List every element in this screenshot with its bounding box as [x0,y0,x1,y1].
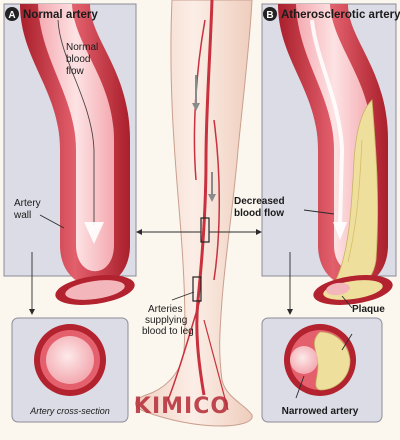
decreased-flow-label-line1: Decreased [234,196,285,207]
decreased-flow-pointer [303,209,335,215]
leg-flow-arrowhead-2 [208,194,216,202]
leg-label-line3: blood to leg [142,326,194,337]
connector-to-panel-a-head [136,229,142,235]
normal-flow-label-line3: flow [66,66,85,77]
leg-silhouette [135,0,253,427]
artery-wall-label-line1: Artery [14,198,41,209]
artery-wall-pointer [39,214,65,229]
badge-a-letter: A [8,10,15,21]
cross-section-a-pointer-head [29,309,35,315]
badge-b-letter: B [266,10,273,21]
normal-flow-label-line1: Normal [66,42,98,53]
leg-branch-artery-3 [167,299,201,401]
panel-b: B Atherosclerotic artery Decreased blood… [234,3,400,315]
cross-section-b-plaque-pointer [341,333,353,351]
leg-branch-artery-2 [213,119,221,281]
leg-illustration: Arteries supplying blood to leg [135,0,262,427]
panel-a-title: Normal artery [23,9,98,21]
panel-a: A Normal artery Normal blood flow Artery… [3,3,137,305]
leg-branch-artery-4 [203,319,229,411]
cross-section-b-narrowed-lumen [290,346,318,374]
leg-label-line2: supplying [145,315,187,326]
leg-label-line1: Arteries [148,304,182,315]
leg-flow-arrowhead-1 [192,103,200,111]
panel-a-artery-opening-lumen [65,280,125,300]
leg-main-artery [195,0,214,396]
panel-b-plaque-texture [347,139,363,263]
watermark: KIMICO [134,394,230,419]
panel-a-flow-arrowhead [84,222,104,244]
cross-section-a-label: Artery cross-section [29,406,110,416]
plaque-pointer [341,295,353,309]
cross-section-b-label: Narrowed artery [282,406,359,417]
panel-b-artery-opening-lumen [326,282,350,296]
badge-a [5,7,19,21]
plaque-label: Plaque [352,304,385,315]
cross-section-b: Narrowed artery [261,252,383,423]
panel-a-lumen [38,4,114,272]
decreased-flow-label-line2: blood flow [234,208,284,219]
leg-highlight-box-lower [192,276,202,302]
normal-flow-label-line2: blood [66,54,90,65]
panel-b-flow-arrow-shaft [310,19,345,226]
connector-to-panel-b-head [256,229,262,235]
leg-highlight-box-upper [200,217,210,243]
cross-section-a: Artery cross-section [11,252,129,423]
cross-section-b-pointer-head [287,309,293,315]
badge-b [263,7,277,21]
panel-a-flow-arrow-shaft [57,19,95,225]
leg-label-pointer [171,291,195,301]
artery-wall-label-line2: wall [13,210,31,221]
cross-section-a-lumen [46,336,94,384]
panel-b-flow-arrowhead [333,222,347,240]
cross-section-b-plaque [314,331,351,391]
narrowed-artery-pointer [295,375,305,399]
panel-b-title: Atherosclerotic artery [281,9,400,21]
